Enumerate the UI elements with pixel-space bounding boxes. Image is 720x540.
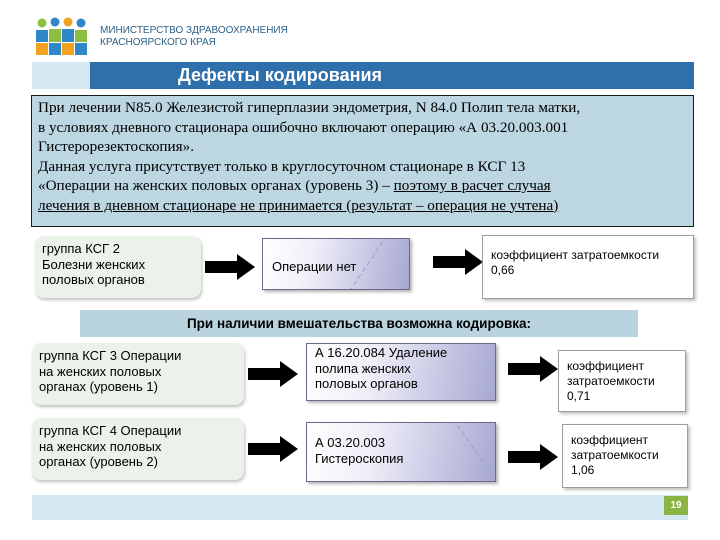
op-polyp-line3: половых органов [315,376,418,391]
coef-071-line1: коэффициент [567,359,645,373]
ksg3-line2: на женских половых [39,363,162,379]
footer-strip [32,495,688,520]
ksg2-line3: половых органов [42,272,145,287]
title-bar-accent [32,62,90,89]
ministry-name-line1: МИНИСТЕРСТВО ЗДРАВООХРАНЕНИЯ [100,25,288,36]
defect-line-4: Данная услуга присутствует только в круг… [38,157,526,175]
page-number: 19 [664,496,688,515]
defect-line-2: в условиях дневного стационара ошибочно … [38,118,569,136]
arrow-right-icon [205,254,255,280]
defect-line-1: При лечении N85.0 Железистой гиперплазии… [38,99,581,116]
ksg4-line1: группа КСГ 4 Операции [39,423,182,438]
ksg2-line2: Болезни женских [42,256,146,272]
coefficient-box-071: коэффициент затратоемкости 0,71 [558,350,686,412]
operation-none-box: Операции нет [262,238,410,290]
operation-polyp-removal-box: А 16.20.084 Удаление полипа женских поло… [306,343,496,401]
ksg3-line1: группа КСГ 3 Операции [39,348,182,363]
ksg3-group-box: группа КСГ 3 Операции на женских половых… [32,343,244,405]
op-hysteroscopy-line1: А 03.20.003 [315,435,386,450]
defect-line-5-plain: «Операции на женских половых органах (ур… [38,177,394,194]
arrow-right-icon [248,361,298,387]
arrow-right-icon [248,436,298,462]
defect-line-5-underlined: поэтому в расчет случая [393,177,551,194]
defect-line-3: Гистерорезектоскопия». [38,138,195,155]
ksg2-line1: группа КСГ 2 [42,241,120,256]
ksg4-group-box: группа КСГ 4 Операции на женских половых… [32,418,244,480]
coef-071-line2: затратоемкости [567,374,655,388]
coef-071-value: 0,71 [567,389,591,403]
ministry-name: МИНИСТЕРСТВО ЗДРАВООХРАНЕНИЯ КРАСНОЯРСКО… [100,25,288,48]
slide-title: Дефекты кодирования [178,65,383,85]
arrow-right-icon [433,249,483,275]
operation-none-label: Операции нет [272,259,357,274]
op-polyp-line1: А 16.20.084 Удаление [315,345,448,360]
defect-line-6: лечения в дневном стационаре не принимае… [38,196,559,214]
coef-106-line1: коэффициент [571,433,649,447]
arrow-right-icon [508,444,558,470]
coef-106-line2: затратоемкости [571,448,659,462]
coefficient-box-106: коэффициент затратоемкости 1,06 [562,424,688,488]
defect-description: При лечении N85.0 Железистой гиперплазии… [31,95,694,227]
ksg4-line3: органах (уровень 2) [39,454,158,469]
ksg4-line2: на женских половых [39,438,162,454]
op-polyp-line2: полипа женских [315,360,411,376]
ksg2-group-box: группа КСГ 2 Болезни женских половых орг… [35,236,201,298]
diagonal-line-icon [350,240,384,290]
ksg3-line3: органах (уровень 1) [39,379,158,394]
op-hysteroscopy-line2: Гистероскопия [315,451,404,466]
arrow-right-icon [508,356,558,382]
ministry-logo-icon [36,17,87,55]
ministry-name-line2: КРАСНОЯРСКОГО КРАЯ [100,36,216,48]
diagonal-line-icon [456,424,496,480]
coef-106-value: 1,06 [571,463,595,477]
title-bar [90,62,694,89]
operation-hysteroscopy-box: А 03.20.003 Гистероскопия [306,422,496,482]
defect-line-5: «Операции на женских половых органах (ур… [38,176,687,196]
coefficient-box-066: коэффициент затратоемкости 0,66 [482,235,694,299]
coding-possible-banner: При наличии вмешательства возможна кодир… [80,310,638,337]
coef-066-label: коэффициент затратоемкости [491,248,660,262]
coef-066-value: 0,66 [491,263,515,277]
